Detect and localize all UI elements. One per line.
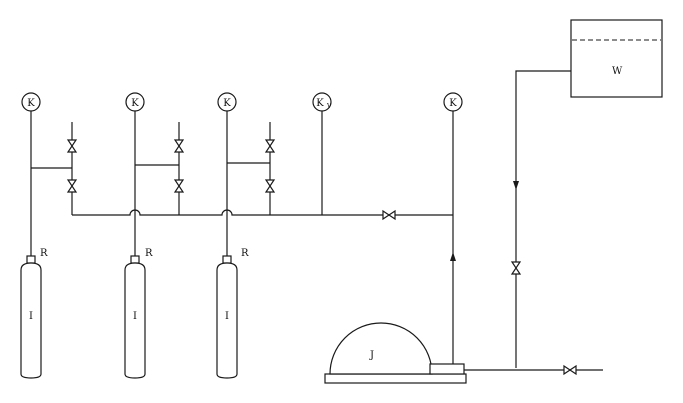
main-header-line — [72, 209, 453, 216]
valve-1b[interactable] — [67, 179, 77, 193]
cylinder-2: I R — [124, 248, 153, 379]
svg-text:K: K — [316, 98, 324, 109]
header-valve[interactable] — [382, 210, 396, 220]
dome-connector — [429, 363, 465, 375]
regulator-1-label: R — [40, 248, 48, 259]
gauge-3: K — [217, 92, 237, 112]
outlet-valve[interactable] — [563, 365, 577, 375]
svg-text:V: V — [326, 103, 332, 110]
gauge-5: K — [443, 92, 463, 112]
dome-label: J — [369, 350, 374, 361]
branch-3 — [226, 111, 271, 258]
gauge-4: K V — [312, 92, 332, 112]
tank-label: W — [612, 66, 623, 77]
valve-2a[interactable] — [174, 139, 184, 153]
gauge-1: K — [21, 92, 41, 112]
tank-valve[interactable] — [511, 261, 521, 275]
svg-text:K: K — [449, 98, 457, 109]
tank-outlet-line — [515, 70, 571, 368]
cylinder-2-label: I — [133, 311, 137, 322]
regulator-2-label: R — [145, 248, 153, 259]
valve-2b[interactable] — [174, 179, 184, 193]
regulator-3-label: R — [241, 248, 249, 259]
svg-text:K: K — [27, 98, 35, 109]
cylinder-3: I R — [216, 248, 249, 379]
svg-text:K: K — [131, 98, 139, 109]
svg-text:K: K — [223, 98, 231, 109]
dome-base — [324, 373, 467, 384]
tank — [570, 19, 663, 98]
valve-3a[interactable] — [265, 139, 275, 153]
branch-2 — [134, 111, 180, 258]
cylinder-1-label: I — [29, 311, 33, 322]
cylinder-3-label: I — [225, 311, 229, 322]
gauge-2: K — [125, 92, 145, 112]
cylinder-1: I R — [20, 248, 48, 379]
valve-1a[interactable] — [67, 139, 77, 153]
down-arrow — [513, 181, 519, 190]
dome — [329, 322, 433, 375]
up-arrow — [450, 252, 456, 261]
branch-1 — [30, 111, 73, 258]
valve-3b[interactable] — [265, 179, 275, 193]
